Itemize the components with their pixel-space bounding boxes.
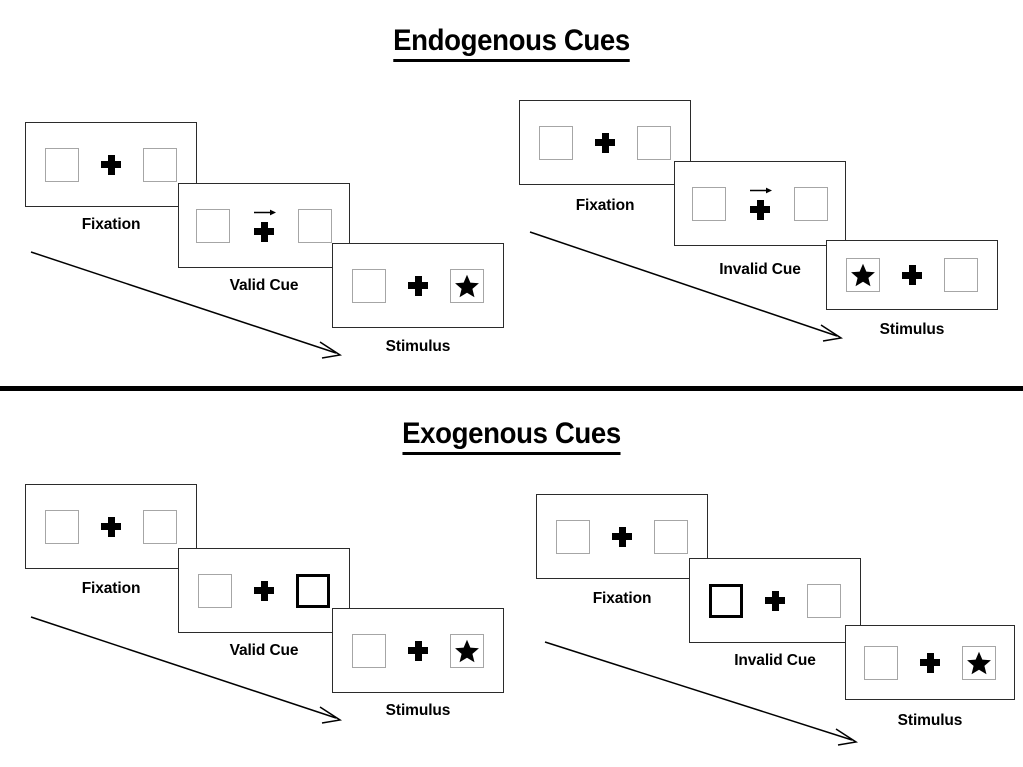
trial-frame-endogenous-valid-stimulus — [332, 243, 504, 328]
display-box-left-cued — [709, 583, 743, 618]
trial-frame-exogenous-valid-fixation — [25, 484, 197, 569]
caption-exogenous-invalid-fixation: Fixation — [592, 590, 652, 607]
display-box-left — [45, 509, 79, 544]
display-box-left — [198, 573, 232, 608]
star-icon — [455, 639, 479, 662]
caption-endogenous-valid-fixation: Fixation — [81, 216, 141, 233]
trial-frame-exogenous-valid-cue — [178, 548, 350, 633]
display-box-left — [45, 147, 79, 182]
display-box-right — [794, 186, 828, 221]
display-box-right-cued — [296, 573, 330, 608]
arrow-right-icon — [750, 187, 772, 193]
plus-icon — [254, 580, 274, 601]
caption-exogenous-valid-cue: Valid Cue — [229, 642, 299, 659]
display-box-right — [807, 583, 841, 618]
display-box-left — [196, 208, 230, 243]
trial-frame-exogenous-valid-stimulus — [332, 608, 504, 693]
caption-endogenous-valid-cue: Valid Cue — [229, 277, 299, 294]
display-box-right — [654, 519, 688, 554]
display-box-right — [298, 208, 332, 243]
display-box-left — [556, 519, 590, 554]
caption-endogenous-invalid-fixation: Fixation — [575, 197, 635, 214]
display-box-left — [352, 633, 386, 668]
caption-exogenous-valid-fixation: Fixation — [81, 580, 141, 597]
plus-icon — [595, 132, 615, 153]
display-box-left — [539, 125, 573, 160]
trial-frame-endogenous-invalid-fixation — [519, 100, 691, 185]
display-box-left — [692, 186, 726, 221]
display-box-right — [143, 147, 177, 182]
plus-icon — [101, 154, 121, 175]
display-box-right — [143, 509, 177, 544]
arrow-right-icon — [254, 209, 276, 215]
plus-icon — [254, 221, 274, 242]
section-title-endogenous-text: Endogenous Cues — [393, 24, 630, 62]
section-title-endogenous: Endogenous Cues — [41, 24, 982, 62]
display-box-right-target — [962, 645, 996, 680]
trial-frame-exogenous-invalid-fixation — [536, 494, 708, 579]
section-divider — [0, 386, 1023, 391]
caption-exogenous-invalid-stimulus: Stimulus — [897, 712, 963, 729]
display-box-right-target — [450, 268, 484, 303]
trial-frame-endogenous-valid-cue — [178, 183, 350, 268]
trial-frame-endogenous-valid-fixation — [25, 122, 197, 207]
trial-frame-exogenous-invalid-cue — [689, 558, 861, 643]
caption-exogenous-valid-stimulus: Stimulus — [385, 702, 451, 719]
section-title-exogenous-text: Exogenous Cues — [402, 417, 621, 455]
plus-icon — [101, 516, 121, 537]
display-box-left-target — [846, 258, 880, 292]
cue-stack — [252, 209, 276, 243]
section-title-exogenous: Exogenous Cues — [41, 417, 982, 455]
plus-icon — [765, 590, 785, 611]
plus-icon — [408, 640, 428, 661]
display-box-right-target — [450, 633, 484, 668]
display-box-right — [944, 258, 978, 292]
trial-frame-endogenous-invalid-cue — [674, 161, 846, 246]
display-box-left — [352, 268, 386, 303]
cue-stack — [748, 187, 772, 221]
trial-frame-endogenous-invalid-stimulus — [826, 240, 998, 310]
star-icon — [455, 274, 479, 297]
plus-icon — [408, 275, 428, 296]
plus-icon — [750, 199, 770, 220]
plus-icon — [902, 265, 922, 285]
caption-endogenous-valid-stimulus: Stimulus — [385, 338, 451, 355]
star-icon — [967, 651, 991, 674]
caption-endogenous-invalid-cue: Invalid Cue — [719, 261, 801, 278]
trial-frame-exogenous-invalid-stimulus — [845, 625, 1015, 700]
display-box-left — [864, 645, 898, 680]
caption-endogenous-invalid-stimulus: Stimulus — [879, 321, 945, 338]
plus-icon — [920, 652, 940, 673]
star-icon — [851, 263, 875, 287]
caption-exogenous-invalid-cue: Invalid Cue — [734, 652, 816, 669]
display-box-right — [637, 125, 671, 160]
plus-icon — [612, 526, 632, 547]
